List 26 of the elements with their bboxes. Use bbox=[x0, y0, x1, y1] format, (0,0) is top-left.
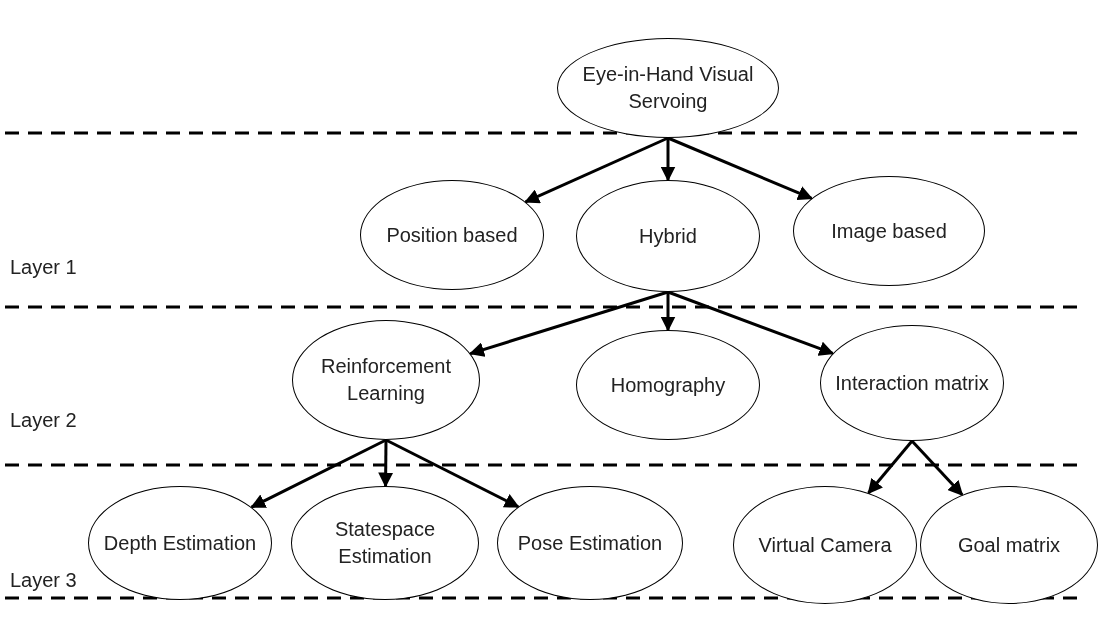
node-label: Depth Estimation bbox=[103, 530, 257, 556]
layer-label: Layer 1 bbox=[10, 255, 77, 280]
arrow bbox=[910, 439, 964, 496]
node-label: Virtual Camera bbox=[758, 532, 892, 558]
node-label: Eye-in-Hand Visual Servoing bbox=[581, 62, 755, 114]
arrow bbox=[667, 136, 813, 201]
node-label: Interaction matrix bbox=[835, 370, 989, 396]
layer-label: Layer 3 bbox=[10, 568, 77, 593]
node-label: Homography bbox=[610, 372, 726, 398]
arrow bbox=[660, 138, 676, 182]
arrow bbox=[867, 440, 914, 495]
node-label: Pose Estimation bbox=[517, 530, 663, 556]
node-label: Position based bbox=[386, 222, 518, 248]
arrow bbox=[385, 438, 520, 509]
arrow bbox=[469, 290, 669, 357]
arrow bbox=[378, 440, 394, 488]
node-label: Hybrid bbox=[639, 223, 697, 249]
node-label: Image based bbox=[831, 218, 947, 244]
layer-label: Layer 2 bbox=[10, 408, 77, 433]
arrow bbox=[250, 438, 387, 509]
arrow bbox=[667, 290, 835, 356]
node-label: Goal matrix bbox=[957, 532, 1061, 558]
node-label: Statespace Estimation bbox=[333, 517, 437, 569]
arrow bbox=[524, 136, 669, 204]
arrow bbox=[660, 292, 676, 332]
node-label: Reinforcement Learning bbox=[319, 354, 453, 406]
